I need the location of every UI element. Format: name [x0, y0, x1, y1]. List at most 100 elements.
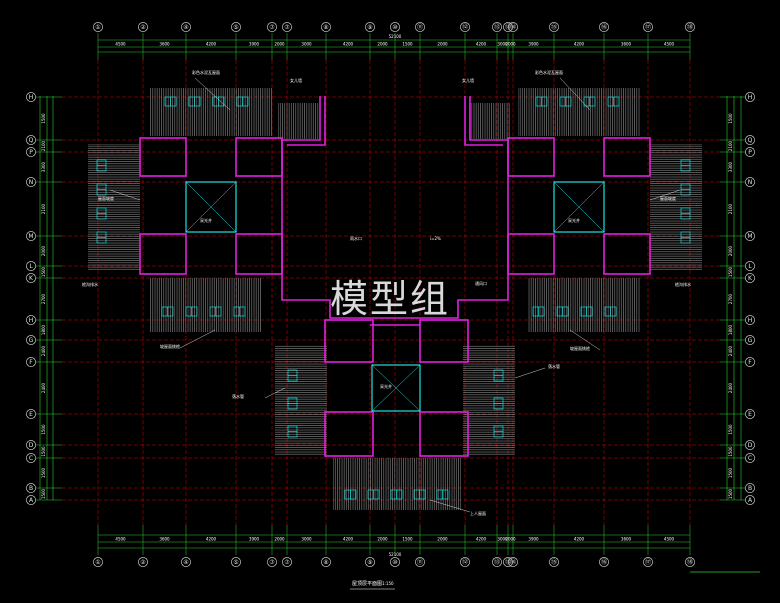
wall-room-b [235, 137, 283, 177]
axis-bubble-top: ⑪ [415, 22, 425, 32]
window [680, 183, 691, 196]
dimension-top: 4500 [115, 42, 126, 47]
dimension-left: 2100 [41, 140, 46, 151]
svg-text:E: E [748, 411, 752, 418]
plan-title-block: 屋顶层平面图 1:150 [350, 581, 395, 590]
svg-text:④: ④ [183, 24, 188, 31]
axis-bubble-top: ⑦ [267, 22, 277, 32]
dimension-bottom: 4200 [574, 537, 585, 542]
annotation-parapet-r: 女儿墙 [462, 77, 474, 83]
svg-text:⑪: ⑪ [417, 23, 423, 31]
dimension-bottom: 3000 [301, 537, 312, 542]
building-walls [139, 96, 651, 457]
dimension-left: 2700 [41, 293, 46, 304]
dimension-right: 1500 [728, 424, 733, 435]
svg-text:C: C [29, 455, 33, 462]
annotation-skylight-r: 采光井 [568, 217, 580, 223]
roof-area-mid-left [150, 278, 262, 332]
dimension-bottom: 3600 [159, 537, 170, 542]
window [233, 306, 246, 317]
axis-bubble-bottom: ⑩ [390, 557, 400, 567]
svg-text:②: ② [140, 24, 146, 31]
dimension-bottom: 2000 [377, 537, 388, 542]
axis-bubble-right: E [745, 409, 755, 419]
axis-bubble-bottom: ⑦ [267, 557, 277, 567]
window [559, 96, 572, 107]
wall-room-k [324, 411, 374, 457]
wall-room-i [324, 319, 374, 363]
dimension-bottom: 2000 [437, 537, 448, 542]
window [607, 96, 620, 107]
annotation-slope-i: i=2% [430, 236, 441, 241]
annotation-slope-l: 屋面坡度 [98, 195, 114, 201]
axis-bubble-left: E [26, 409, 36, 419]
dimension-left: 2000 [41, 245, 46, 256]
axis-bubble-top: ⑫ [460, 22, 470, 32]
roof-area-bottom [333, 458, 461, 510]
axis-bubble-bottom: ⑭ [508, 557, 518, 567]
svg-text:⑮: ⑮ [551, 558, 557, 566]
axis-bubble-right: N [745, 177, 755, 187]
dimension-bottom: 4500 [115, 537, 126, 542]
dimension-right: 1500 [728, 266, 733, 277]
window [604, 306, 617, 317]
axis-bubble-right: F [745, 357, 755, 367]
svg-text:⑫: ⑫ [462, 558, 468, 566]
svg-text:⑦: ⑦ [284, 559, 290, 566]
dimension-left: 1500 [41, 467, 46, 478]
window [212, 96, 225, 107]
axis-bubble-top: ② [138, 22, 148, 32]
window [185, 306, 198, 317]
axis-bubble-top: ⑦ [282, 22, 292, 32]
svg-text:B: B [29, 485, 33, 492]
svg-text:⑱: ⑱ [687, 558, 693, 566]
svg-text:⑤: ⑤ [233, 559, 238, 566]
axis-bubble-left: C [26, 453, 36, 463]
axis-bubble-bottom: ⑧ [321, 557, 331, 567]
axis-bubble-top: ④ [181, 22, 191, 32]
annotation-tiles-tr: 彩色水泥瓦屋面 [535, 69, 563, 75]
window [96, 183, 107, 196]
svg-text:⑭: ⑭ [510, 558, 516, 566]
svg-text:P: P [29, 149, 33, 156]
dimension-left: 1500 [41, 113, 46, 124]
dimension-text-left: 1500210033002100200015002700180024002400… [41, 113, 46, 499]
dimension-left: 2400 [41, 345, 46, 356]
dimension-left: 3300 [41, 161, 46, 172]
dimension-right: 1500 [728, 446, 733, 457]
wall-room-e [507, 137, 555, 177]
roof-area-left [88, 144, 140, 270]
svg-text:B: B [748, 485, 752, 492]
svg-text:L: L [748, 263, 752, 270]
watermark: 模型组 [330, 277, 450, 321]
wall-room-d [235, 233, 283, 275]
svg-text:⑧: ⑧ [323, 559, 328, 566]
plan-title: 屋顶层平面图 [352, 581, 382, 587]
axis-bubble-bottom: ⑱ [685, 557, 695, 567]
annotation-parapet-l: 女儿墙 [290, 77, 302, 83]
axis-bubble-right: H [745, 315, 755, 325]
axis-bubble-bottom: ⑯ [599, 557, 609, 567]
dimension-bottom: 1500 [402, 537, 413, 542]
window [583, 96, 596, 107]
dimension-top: 4200 [206, 42, 217, 47]
svg-text:Q: Q [748, 137, 753, 144]
svg-text:N: N [29, 179, 34, 186]
svg-text:F: F [29, 359, 33, 366]
svg-text:K: K [748, 275, 753, 282]
dimension-bottom: 2000 [274, 537, 285, 542]
window [287, 397, 298, 410]
dimension-bottom: 3900 [249, 537, 260, 542]
svg-text:⑬: ⑬ [505, 558, 511, 566]
window [493, 369, 504, 382]
axis-bubble-bottom: ⑬ [503, 557, 513, 567]
axis-bubble-bottom: ⑮ [549, 557, 559, 567]
annotation-slope-r: 屋面坡度 [660, 195, 676, 201]
dimension-top: 3600 [159, 42, 170, 47]
dimension-top: 4500 [664, 42, 675, 47]
svg-text:Q: Q [29, 137, 34, 144]
svg-text:⑨: ⑨ [367, 24, 372, 31]
dimension-top: 2000 [437, 42, 448, 47]
